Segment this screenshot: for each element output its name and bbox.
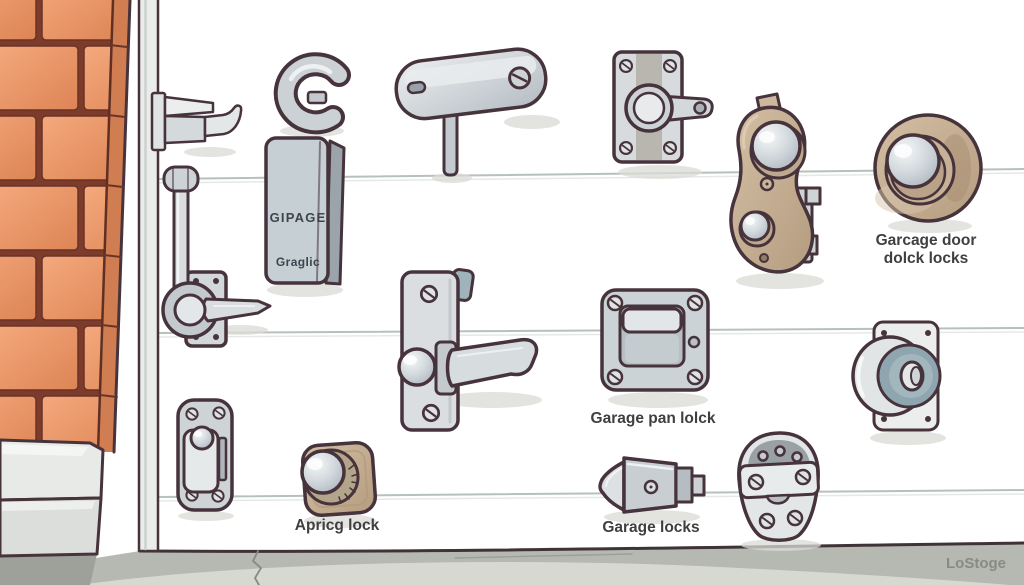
latch-lever-lock bbox=[612, 50, 714, 164]
thumb-turn-lock bbox=[300, 440, 378, 518]
t-handle-lock bbox=[394, 47, 548, 177]
cylinder-body-lock bbox=[729, 92, 822, 274]
caption-garage-pan-lock: Garage pan lolck bbox=[591, 410, 716, 427]
padlock-body-lock bbox=[737, 431, 820, 542]
shadows bbox=[178, 115, 972, 551]
embossed-label-line2: Graglic bbox=[276, 255, 320, 269]
floor bbox=[0, 541, 1024, 585]
bullet-cylinder-lock bbox=[598, 456, 706, 514]
caption-apricg-lock: Apricg lock bbox=[295, 517, 380, 534]
dome-knob-lock bbox=[851, 320, 942, 432]
embossed-label-line1: GIPAGE bbox=[270, 210, 327, 225]
small-latch-lock bbox=[176, 398, 234, 512]
embossed-plate-lock: GIPAGE Graglic bbox=[264, 136, 346, 286]
caption-garage-door-locks-line1: Garcage door bbox=[876, 232, 977, 249]
caption-garage-locks: Garage locks bbox=[602, 519, 699, 536]
floor-crack bbox=[252, 550, 262, 585]
door-frame bbox=[137, 0, 160, 553]
watermark: LoStoge bbox=[946, 555, 1006, 572]
side-handle-lock bbox=[397, 268, 539, 432]
concrete-blocks bbox=[0, 438, 105, 585]
hook-bracket-lock bbox=[150, 91, 243, 152]
vertical-bar-lock bbox=[161, 165, 272, 348]
flush-mount-lock bbox=[600, 288, 710, 392]
round-knob-lock bbox=[873, 113, 983, 223]
caption-garage-door-locks-line2: dolck locks bbox=[884, 250, 968, 267]
shackle-lock bbox=[273, 52, 351, 135]
